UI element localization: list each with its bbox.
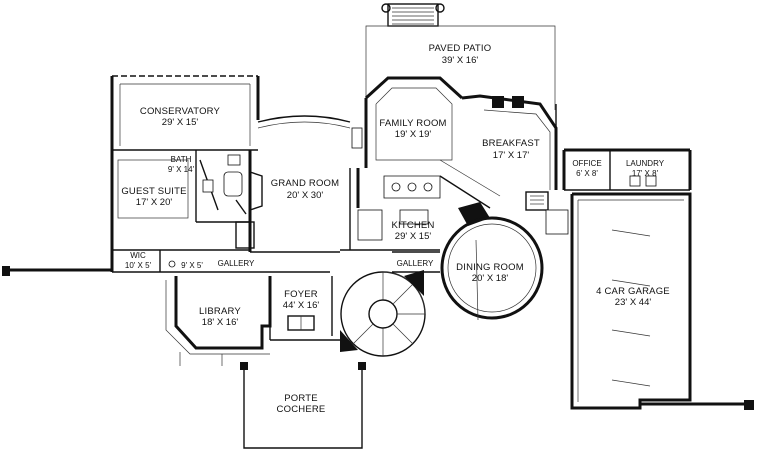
room-label-grand-room: GRAND ROOM 20' X 30'	[271, 178, 340, 201]
svg-text:OFFICE: OFFICE	[572, 159, 601, 168]
spiral-staircase	[340, 270, 426, 357]
breakfast-walls	[461, 94, 558, 190]
office-laundry-walls	[562, 148, 692, 191]
room-label-gallery-left: GALLERY	[218, 259, 255, 268]
grand-room-fireplace	[235, 171, 263, 249]
room-label-small-closet: 9' X 5'	[181, 261, 203, 270]
svg-text:GALLERY: GALLERY	[218, 259, 255, 268]
room-label-breakfast: BREAKFAST 17' X 17'	[482, 138, 540, 161]
foyer-walls	[269, 276, 340, 341]
svg-text:LAUNDRY: LAUNDRY	[626, 159, 665, 168]
family-room-walls	[351, 76, 464, 168]
svg-text:BREAKFAST: BREAKFAST	[482, 138, 540, 149]
room-label-library: LIBRARY 18' X 16'	[199, 306, 241, 328]
room-label-gallery-center: GALLERY	[397, 259, 434, 268]
svg-text:PORTE: PORTE	[284, 393, 318, 404]
svg-text:9' X 14': 9' X 14'	[168, 165, 195, 174]
kitchen-walls	[340, 159, 501, 251]
svg-text:18' X 16': 18' X 16'	[202, 317, 239, 328]
svg-text:44' X 16': 44' X 16'	[283, 300, 320, 311]
garage-entry-steps	[525, 191, 569, 235]
room-label-paved-patio: PAVED PATIO 39' X 16'	[429, 43, 492, 66]
svg-text:17' X 20': 17' X 20'	[136, 197, 173, 208]
room-label-kitchen: KITCHEN 29' X 15'	[391, 220, 434, 242]
svg-text:29' X 15': 29' X 15'	[162, 117, 199, 128]
svg-text:9' X 5': 9' X 5'	[181, 261, 203, 270]
porte-cochere-outline	[240, 362, 366, 449]
room-label-laundry: LAUNDRY 17' X 8'	[626, 159, 665, 178]
svg-text:17' X 8': 17' X 8'	[632, 169, 659, 178]
wic-walls	[110, 250, 258, 273]
left-exterior-wall	[2, 266, 112, 276]
room-label-wic: WIC 10' X 5'	[125, 251, 152, 270]
svg-text:GUEST SUITE: GUEST SUITE	[121, 186, 186, 197]
room-label-guest-suite: GUEST SUITE 17' X 20'	[121, 186, 186, 208]
svg-text:20' X 18': 20' X 18'	[472, 273, 509, 284]
svg-text:FOYER: FOYER	[284, 289, 318, 300]
svg-text:COCHERE: COCHERE	[277, 404, 326, 415]
svg-text:19' X 19': 19' X 19'	[395, 129, 432, 140]
svg-text:10' X 5': 10' X 5'	[125, 261, 152, 270]
svg-text:17' X 17': 17' X 17'	[493, 150, 530, 161]
patio-steps	[381, 3, 445, 27]
gallery-left-walls	[250, 251, 340, 273]
room-label-garage: 4 CAR GARAGE 23' X 44'	[596, 286, 670, 308]
conservatory-walls	[110, 75, 260, 151]
svg-text:20' X 30': 20' X 30'	[287, 190, 324, 201]
svg-text:4 CAR GARAGE: 4 CAR GARAGE	[596, 286, 670, 297]
svg-text:6' X 8': 6' X 8'	[576, 169, 598, 178]
paved-patio-outline	[365, 25, 556, 110]
gallery-center-walls	[392, 251, 440, 273]
svg-text:LIBRARY: LIBRARY	[199, 306, 241, 317]
garage-walls	[570, 192, 754, 410]
room-label-porte-cochere: PORTE COCHERE	[277, 393, 326, 415]
svg-text:FAMILY ROOM: FAMILY ROOM	[379, 118, 446, 129]
svg-text:DINING ROOM: DINING ROOM	[456, 262, 524, 273]
grand-room-rear-arch	[257, 115, 351, 123]
guest-suite-walls	[110, 150, 252, 252]
room-label-conservatory: CONSERVATORY 29' X 15'	[140, 106, 221, 128]
svg-text:CONSERVATORY: CONSERVATORY	[140, 106, 221, 117]
svg-text:WIC: WIC	[130, 251, 146, 260]
dining-room-walls	[440, 216, 544, 321]
room-label-dining-room: DINING ROOM 20' X 18'	[456, 262, 524, 284]
svg-text:29' X 15': 29' X 15'	[395, 231, 432, 242]
svg-text:23' X 44': 23' X 44'	[615, 297, 652, 308]
room-label-foyer: FOYER 44' X 16'	[283, 289, 320, 311]
svg-text:KITCHEN: KITCHEN	[391, 220, 434, 231]
svg-text:GRAND ROOM: GRAND ROOM	[271, 178, 340, 189]
room-label-office: OFFICE 6' X 8'	[572, 159, 601, 178]
room-label-family-room: FAMILY ROOM 19' X 19'	[379, 118, 446, 140]
svg-text:39' X 16': 39' X 16'	[442, 55, 479, 66]
svg-text:BATH: BATH	[171, 155, 192, 164]
svg-text:PAVED PATIO: PAVED PATIO	[429, 43, 492, 54]
svg-text:GALLERY: GALLERY	[397, 259, 434, 268]
room-label-bath: BATH 9' X 14'	[168, 155, 195, 174]
